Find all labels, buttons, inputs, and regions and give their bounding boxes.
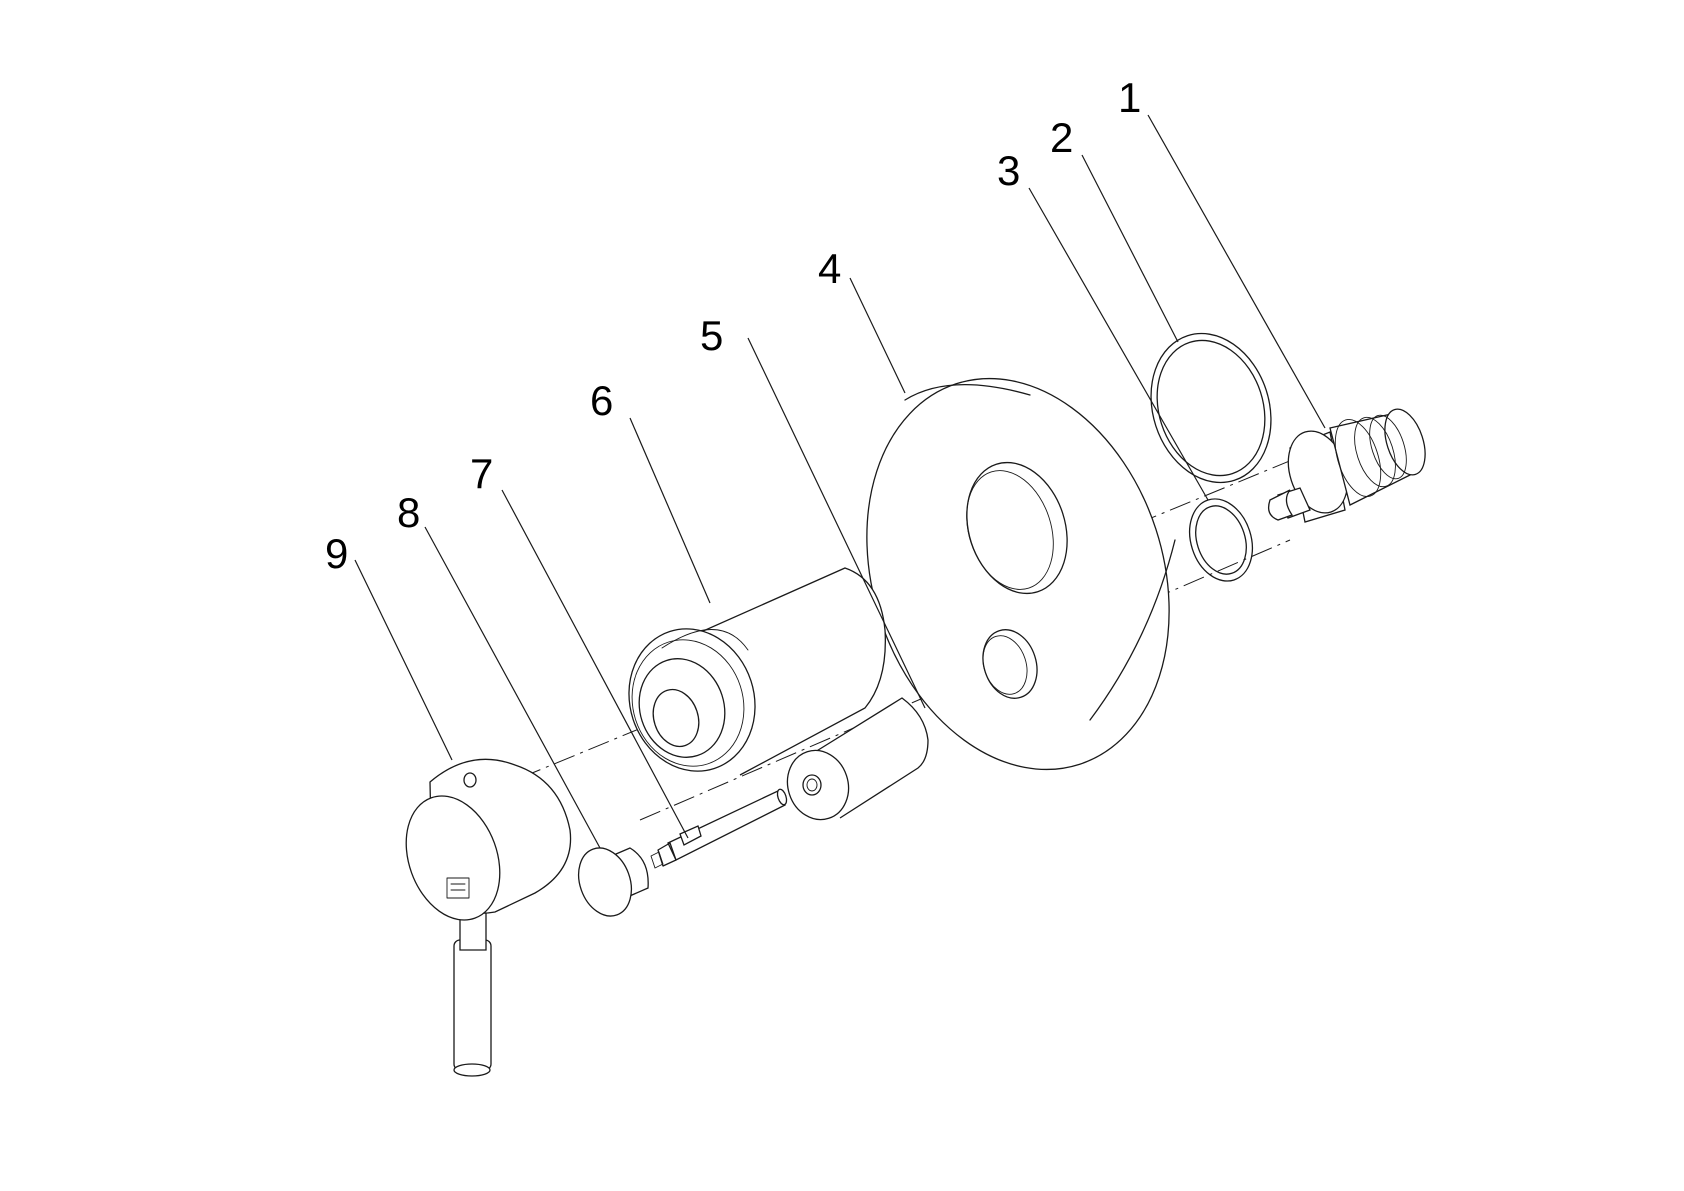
callout-numbers: 1 2 3 4 5 6 7 8 9 [325,74,1141,577]
part-1-diverter-cartridge [1267,408,1426,523]
part-3-small-o-ring [1189,498,1253,582]
leader-7 [501,489,689,839]
part-9-lever-handle [405,758,572,1077]
part-2-large-o-ring [1150,332,1272,484]
callout-1: 1 [1118,74,1141,121]
leader-5 [747,337,926,709]
callout-4: 4 [818,245,841,292]
callout-5: 5 [700,312,723,359]
part-5-extension [786,697,929,821]
leader-4 [849,277,906,394]
callout-9: 9 [325,530,348,577]
leader-lines [354,114,1326,849]
leader-3 [1028,187,1209,501]
callout-6: 6 [590,377,613,424]
callout-8: 8 [397,489,420,536]
part-4-escutcheon-plate [866,377,1176,771]
leader-1 [1147,114,1326,429]
part-6-sleeve [628,567,886,776]
part-7-spindle [650,788,788,869]
leader-6 [629,417,711,604]
leader-2 [1081,154,1179,343]
callout-7: 7 [470,450,493,497]
callout-2: 2 [1050,114,1073,161]
leader-8 [424,526,601,849]
callout-3: 3 [997,147,1020,194]
part-8-cap [577,847,649,917]
leader-9 [354,559,453,761]
